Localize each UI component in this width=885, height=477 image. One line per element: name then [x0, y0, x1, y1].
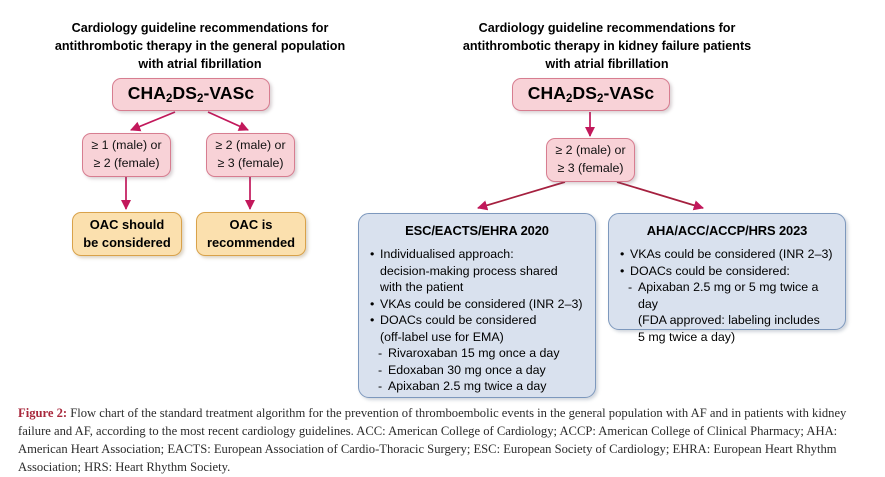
left-criteria-1-line-1: ≥ 1 (male) or	[91, 138, 162, 153]
arrow-right-criteria-to-esc	[477, 181, 566, 211]
list-item: 5 mg twice a day)	[638, 329, 736, 344]
figure-caption: Figure 2: Flow chart of the standard tre…	[18, 405, 870, 477]
left-root-chads-vasc-box: CHA2DS2-VASc	[112, 78, 270, 111]
list-item: Individualised approach:	[370, 246, 584, 263]
guideline-aha-list: VKAs could be considered (INR 2–3) DOACs…	[620, 246, 834, 345]
right-criteria-box: ≥ 2 (male) or ≥ 3 (female)	[546, 138, 635, 182]
left-outcome-2-line-2: recommended	[206, 235, 296, 250]
guideline-box-esc: ESC/EACTS/EHRA 2020 Individualised appro…	[358, 213, 596, 398]
right-criteria-line-1: ≥ 2 (male) or	[555, 143, 626, 158]
left-root-mid: DS	[172, 83, 197, 104]
left-criteria-2-line-2: ≥ 3 (female)	[217, 156, 284, 170]
list-item: VKAs could be considered (INR 2–3)	[370, 296, 584, 313]
left-outcome-1-line-1: OAC should	[89, 216, 165, 232]
list-item: Rivaroxaban 15 mg once a day	[370, 345, 584, 362]
right-root-sub2: 2	[596, 93, 604, 106]
right-root-sub1: 2	[565, 93, 573, 106]
right-root-chads-vasc-box: CHA2DS2-VASc	[512, 78, 670, 111]
guideline-box-aha: AHA/ACC/ACCP/HRS 2023 VKAs could be cons…	[608, 213, 846, 344]
right-criteria-line-2: ≥ 3 (female)	[557, 161, 624, 175]
left-outcome-1-line-2: be considered	[83, 235, 171, 250]
left-outcome-box-2: OAC is recommended	[196, 212, 306, 256]
list-item: Apixaban 2.5 mg or 5 mg twice a day	[620, 279, 834, 312]
right-panel-heading: Cardiology guideline recommendations for…	[462, 21, 752, 71]
list-item: with the patient	[380, 280, 464, 294]
right-root-mid: DS	[572, 83, 597, 104]
arrow-right-criteria-to-aha	[616, 181, 704, 211]
list-item: decision-making process shared	[380, 263, 558, 278]
guideline-aha-title: AHA/ACC/ACCP/HRS 2023	[646, 223, 808, 238]
right-root-prefix: CHA	[527, 83, 566, 104]
left-root-sub1: 2	[165, 93, 173, 106]
left-criteria-2-line-1: ≥ 2 (male) or	[215, 138, 286, 153]
left-criteria-box-1: ≥ 1 (male) or ≥ 2 (female)	[82, 133, 171, 177]
left-panel-heading: Cardiology guideline recommendations for…	[54, 21, 346, 71]
list-item: Apixaban 2.5 mg twice a day	[370, 378, 584, 395]
left-root-sub2: 2	[196, 93, 204, 106]
right-root-label: CHA2DS2-VASc	[528, 83, 654, 105]
left-root-suffix: -VASc	[203, 83, 255, 104]
list-item: (FDA approved: labeling includes	[638, 313, 820, 327]
left-criteria-box-2: ≥ 2 (male) or ≥ 3 (female)	[206, 133, 295, 177]
arrow-left-root-to-criteria-2	[207, 111, 249, 131]
right-root-suffix: -VASc	[603, 83, 655, 104]
list-item: VKAs could be considered (INR 2–3)	[620, 246, 834, 263]
list-item: DOACs could be considered	[370, 312, 584, 329]
list-item: Edoxaban 30 mg once a day	[370, 362, 584, 379]
left-root-label: CHA2DS2-VASc	[128, 83, 254, 105]
left-outcome-box-1: OAC should be considered	[72, 212, 182, 256]
list-item: (off-label use for EMA)	[380, 329, 504, 344]
arrow-left-root-to-criteria-1	[130, 111, 176, 132]
left-criteria-1-line-2: ≥ 2 (female)	[93, 156, 160, 170]
left-outcome-2-line-1: OAC is	[229, 216, 273, 232]
list-item: DOACs could be considered:	[620, 263, 834, 280]
left-root-prefix: CHA	[127, 83, 166, 104]
guideline-esc-title: ESC/EACTS/EHRA 2020	[405, 223, 549, 238]
figure-caption-label: Figure 2:	[18, 406, 68, 420]
guideline-esc-list: Individualised approach: decision-making…	[370, 246, 584, 395]
figure-caption-text: Flow chart of the standard treatment alg…	[18, 406, 847, 474]
